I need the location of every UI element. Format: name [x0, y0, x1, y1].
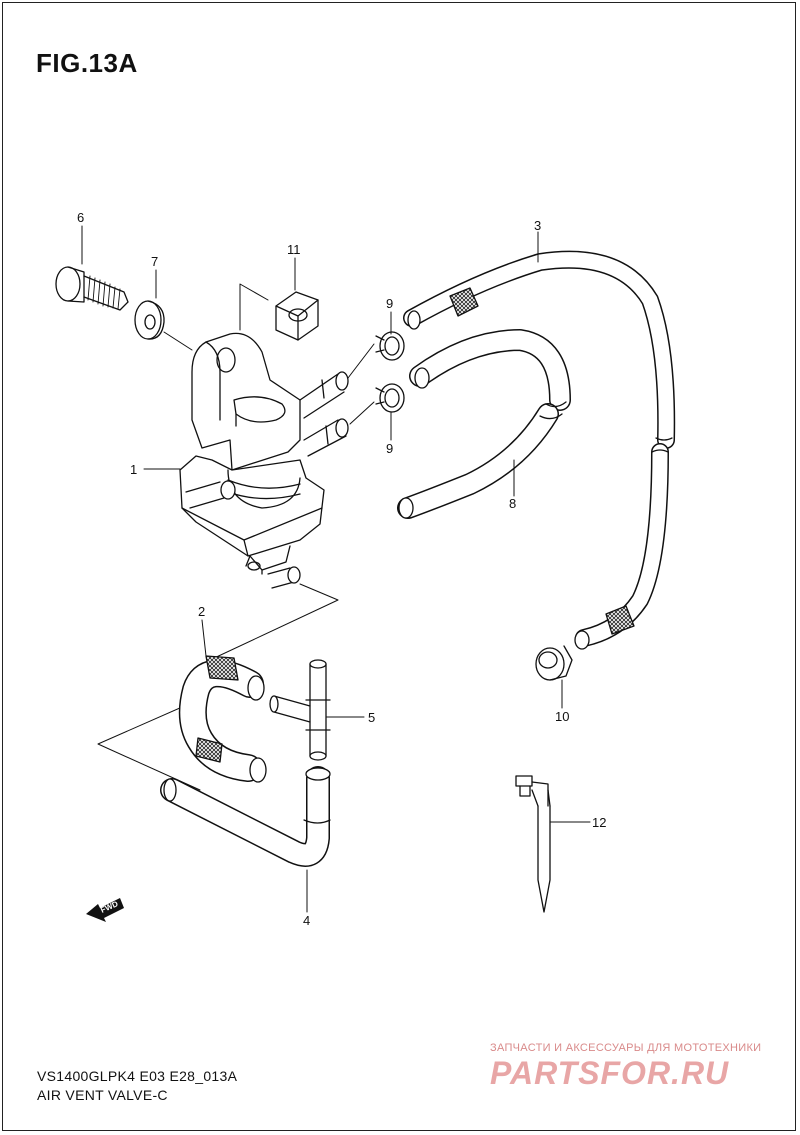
part-name: AIR VENT VALVE-C: [37, 1087, 168, 1103]
callout-12: 12: [592, 815, 606, 830]
callout-leaders: [81, 225, 591, 913]
washer-part-7: [134, 300, 165, 340]
callout-11: 11: [287, 242, 301, 257]
callout-2: 2: [198, 604, 205, 619]
callout-4: 4: [303, 913, 310, 928]
fwd-arrow-icon: FWD: [86, 898, 124, 922]
assembly-lines: [97, 283, 375, 791]
callout-6: 6: [77, 210, 84, 225]
callout-9-lower: 9: [386, 441, 393, 456]
callout-3: 3: [534, 218, 541, 233]
callout-labels: 6 7 11 3 9 9 1 8 2 5 10 12 4: [77, 210, 606, 928]
callout-9-upper: 9: [386, 296, 393, 311]
hose-part-2: [178, 655, 267, 783]
t-fitting-part-5: [269, 659, 331, 761]
callout-8: 8: [509, 496, 516, 511]
watermark-tagline: ЗАПЧАСТИ И АКСЕССУАРЫ ДЛЯ МОТОТЕХНИКИ: [490, 1042, 762, 1054]
clip-part-12: [515, 775, 551, 913]
watermark-logo: PARTSFOR.RU: [490, 1055, 730, 1091]
hose-part-4: [160, 766, 331, 867]
callout-5: 5: [368, 710, 375, 725]
clamp-part-9-lower: [375, 383, 405, 413]
valve-lower-nipple: [267, 566, 301, 589]
model-code: VS1400GLPK4 E03 E28_013A: [37, 1068, 238, 1084]
callout-7: 7: [151, 254, 158, 269]
clamp-part-9-upper: [375, 331, 405, 361]
hose-part-8: [397, 329, 571, 519]
cap-part-10: [535, 645, 573, 681]
figure-title: FIG.13A: [36, 48, 138, 78]
hose-part-3: [403, 250, 676, 650]
bolt-part-6: [55, 266, 129, 311]
air-vent-valve-part-1: [179, 332, 349, 575]
nut-part-11: [275, 291, 319, 341]
callout-1: 1: [130, 462, 137, 477]
callout-10: 10: [555, 709, 569, 724]
